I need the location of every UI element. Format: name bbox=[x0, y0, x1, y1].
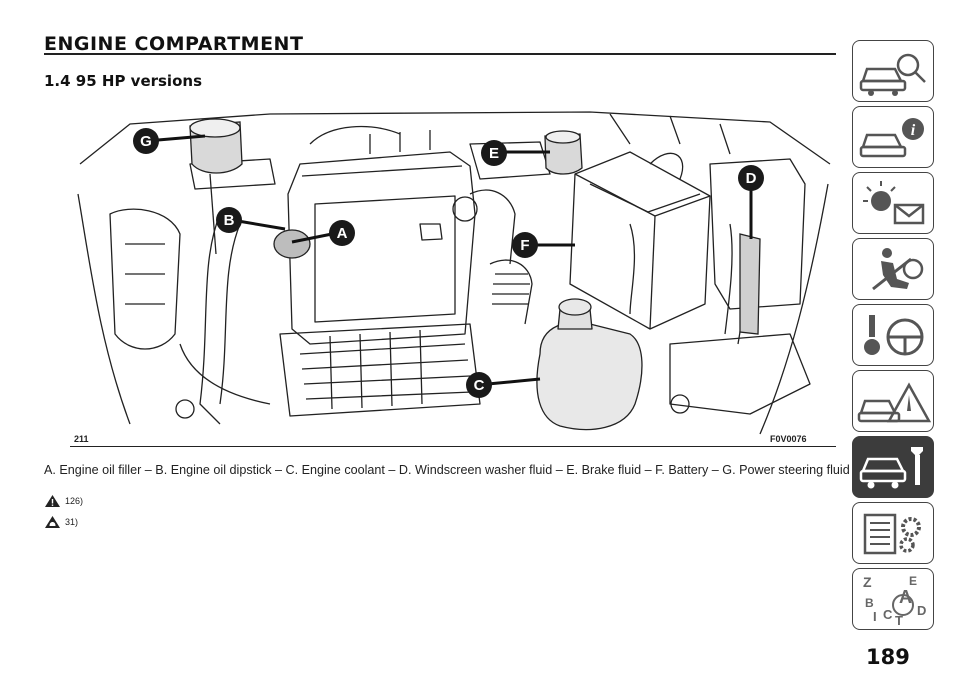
svg-text:C: C bbox=[883, 607, 893, 622]
callout-b: B bbox=[224, 212, 235, 229]
callout-e: E bbox=[489, 145, 499, 162]
car-service-icon bbox=[859, 447, 923, 489]
car-search-icon bbox=[859, 53, 926, 96]
key-steering-wheel-icon bbox=[864, 315, 924, 356]
callout-g: G bbox=[140, 133, 152, 150]
page-title: ENGINE COMPARTMENT bbox=[44, 33, 304, 55]
svg-text:A: A bbox=[899, 587, 912, 607]
svg-text:I: I bbox=[873, 609, 877, 624]
tab-technical-specifications[interactable] bbox=[852, 502, 934, 564]
reference-text: 126) bbox=[65, 496, 84, 506]
svg-text:i: i bbox=[911, 122, 916, 139]
car-emergency-icon bbox=[857, 382, 932, 423]
engine-line-drawing: G E D B A F C bbox=[77, 111, 831, 435]
callout-a: A bbox=[337, 225, 348, 242]
title-divider bbox=[44, 53, 836, 55]
svg-text:D: D bbox=[917, 603, 926, 618]
figure-code: F0V0076 bbox=[770, 434, 807, 444]
figure-number: 211 bbox=[74, 434, 89, 444]
section-subtitle: 1.4 95 HP versions bbox=[44, 72, 202, 90]
tab-warning-lights[interactable] bbox=[852, 172, 934, 234]
tab-knowing-instrument-panel[interactable]: i bbox=[852, 106, 934, 168]
figure-caption: A. Engine oil filler – B. Engine oil dip… bbox=[44, 463, 850, 477]
callout-f: F bbox=[520, 237, 529, 254]
seat-airbag-icon bbox=[872, 248, 924, 291]
tab-index[interactable]: Z E B A I C T D bbox=[852, 568, 934, 630]
specs-gears-icon bbox=[863, 513, 921, 555]
tab-safety[interactable] bbox=[852, 238, 934, 300]
reference-text: 31) bbox=[65, 517, 79, 527]
alphabetical-index-icon: Z E B A I C T D bbox=[863, 574, 926, 628]
svg-text:T: T bbox=[895, 613, 903, 628]
page-number: 189 bbox=[866, 645, 910, 669]
engine-compartment-illustration: G E D B A F C bbox=[70, 104, 836, 440]
reference-caution: 31) bbox=[44, 515, 78, 529]
svg-text:E: E bbox=[909, 574, 917, 588]
callout-d: D bbox=[746, 170, 757, 187]
reference-warning: 126) bbox=[44, 494, 83, 508]
svg-text:Z: Z bbox=[863, 574, 872, 590]
warning-lights-message-icon bbox=[863, 181, 925, 225]
caution-hand-triangle-icon bbox=[45, 516, 60, 528]
warning-triangle-icon bbox=[45, 495, 60, 507]
tab-starting-driving[interactable] bbox=[852, 304, 934, 366]
callout-c: C bbox=[474, 377, 485, 394]
tab-in-an-emergency[interactable] bbox=[852, 370, 934, 432]
figure-divider bbox=[70, 446, 836, 447]
car-info-icon: i bbox=[859, 118, 924, 158]
tab-knowing-your-car[interactable] bbox=[852, 40, 934, 102]
tab-maintenance-and-care[interactable] bbox=[852, 436, 934, 498]
svg-text:B: B bbox=[865, 596, 874, 610]
